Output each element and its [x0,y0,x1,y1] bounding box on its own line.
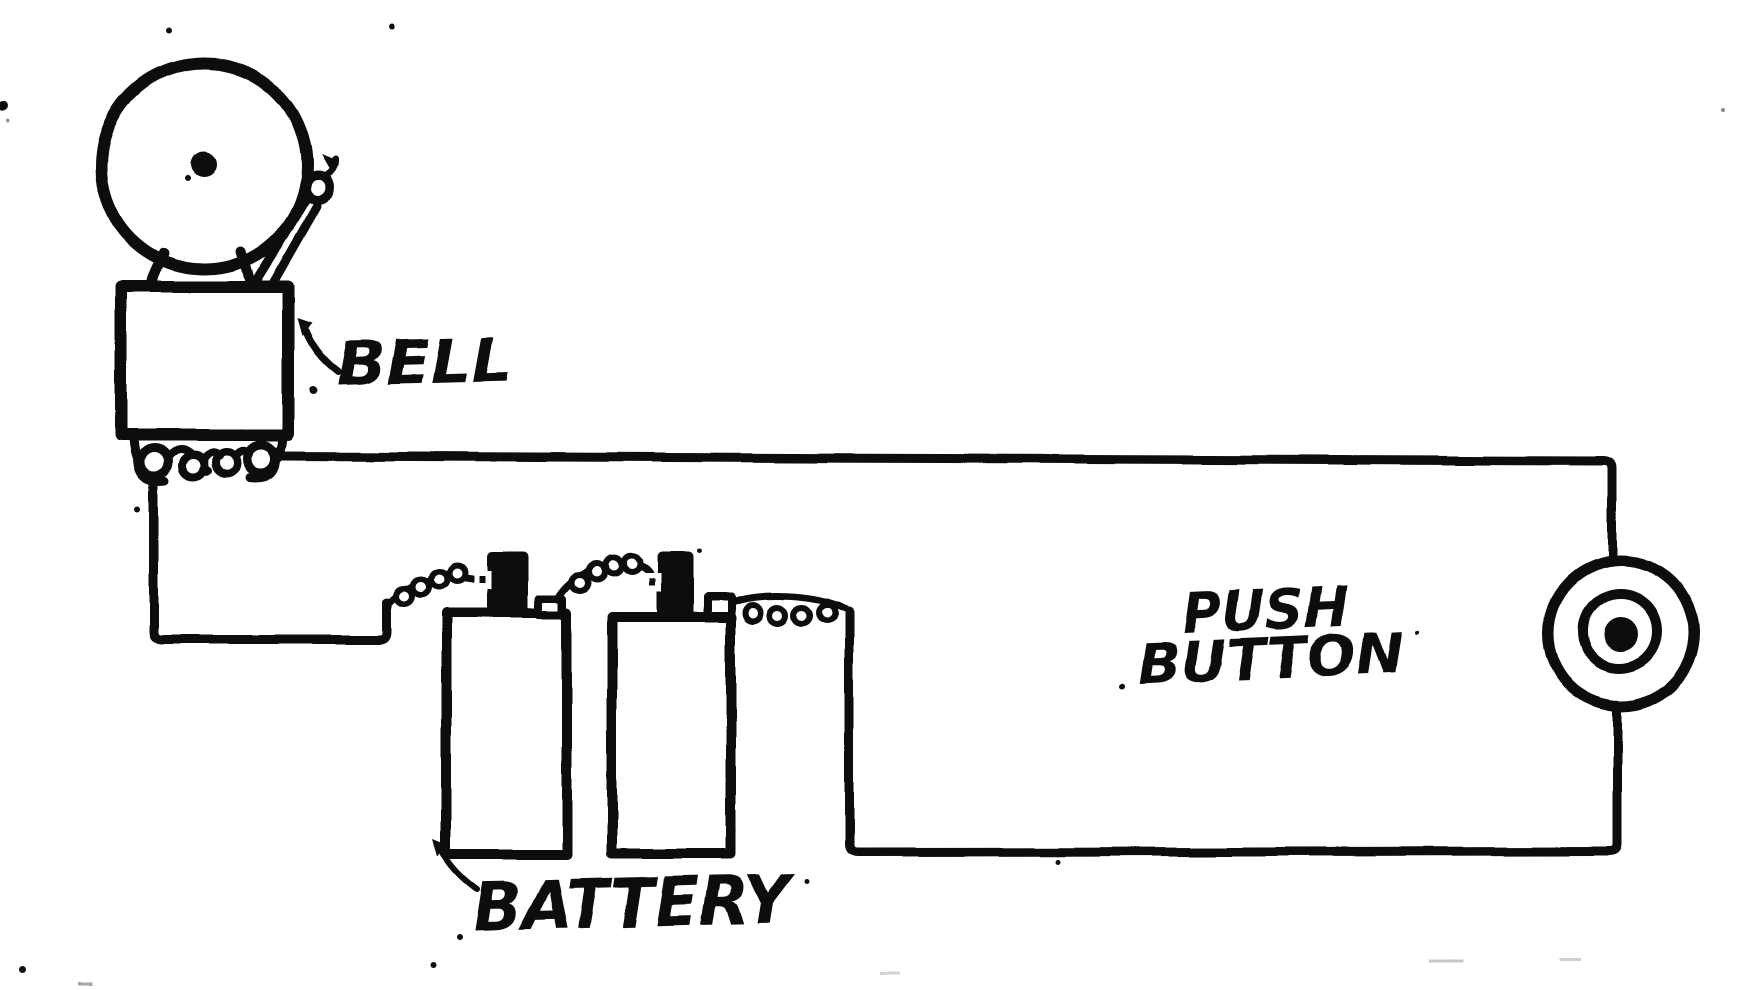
bell-group [95,57,339,486]
coil-loop [791,605,813,627]
bell-terminal-post-left [135,443,173,481]
ink-speck [1055,859,1061,865]
coil-loop [410,576,432,598]
wire-battery-to-pushbutton [844,607,1622,857]
label-bell: BELL [336,325,514,400]
ink-layer: BELL PUSH BUTTON BATTERY [0,24,1725,986]
coil-loop [569,572,591,594]
coil-loop [446,562,468,584]
bell-label-leader-arrowhead [297,317,312,335]
battery-cell-2-body [607,612,736,859]
coil-loop [586,561,608,583]
bell-coil-arc [199,448,223,464]
ink-speck [309,387,317,395]
wire-bell-to-pushbutton [270,451,1617,566]
coil-loop [742,602,764,624]
ink-speck [18,966,26,974]
bell-clapper-arm-2 [263,201,322,297]
scan-noise-group [0,24,1725,986]
coil-loop [621,553,643,575]
battery-label-leader-arrowhead [433,839,448,857]
bell-motion-arrowhead [321,155,336,169]
ink-speck [389,24,395,30]
battery-cell-2-carbon-cap [657,552,693,617]
battery-cell-1-carbon-cap [487,552,528,616]
battery-cell-1-zinc-post [535,595,567,619]
ink-speck [165,28,171,34]
coil-loop [767,605,789,627]
ink-smudge [1430,960,1464,963]
ink-speck [456,934,462,940]
battery-label-leader [438,846,480,892]
bell-gong-hub [191,151,217,177]
wire-bell-to-battery [149,471,392,645]
ink-smudge [880,971,900,974]
ink-speck [1415,631,1419,635]
bell-coil-arc [164,445,195,461]
coil-loop [816,602,838,624]
label-battery: BATTERY [471,861,797,948]
ink-speck [6,118,10,122]
battery-cell-1-body [441,608,572,859]
coil-loop [393,585,415,607]
ink-speck [0,100,8,110]
bell-gong [95,57,313,275]
ink-speck [135,507,141,513]
bell-label-leader [300,323,342,376]
ink-speck [185,175,191,181]
ink-speck [1119,683,1125,689]
bell-terminal-assembly [128,432,288,486]
ink-speck [431,962,437,968]
bell-terminal-post-right [242,440,280,478]
ink-smudge [1560,957,1582,960]
bell-coil-dot [202,466,212,476]
push-button-group [1542,554,1700,712]
bell-base [115,281,294,441]
coil-loop [428,568,450,590]
battery-group [385,552,849,859]
battery-cell-2-zinc-post [703,593,735,620]
ink-speck [804,878,810,884]
ink-smudge [78,983,92,986]
wires-group [149,451,1622,857]
push-button-center [1604,617,1638,651]
label-push-button-line1: PUSH [1181,575,1351,647]
coil-loop [603,555,625,577]
coil-wire-3 [727,592,849,613]
battery-cell-2-cap-screw [649,578,655,585]
ink-speck [1721,108,1725,112]
ink-speck [696,548,702,554]
bell-coil-arc [232,446,253,459]
battery-cell-1-cap-screw [479,576,485,583]
label-push-button-line2: BUTTON [1136,621,1406,698]
